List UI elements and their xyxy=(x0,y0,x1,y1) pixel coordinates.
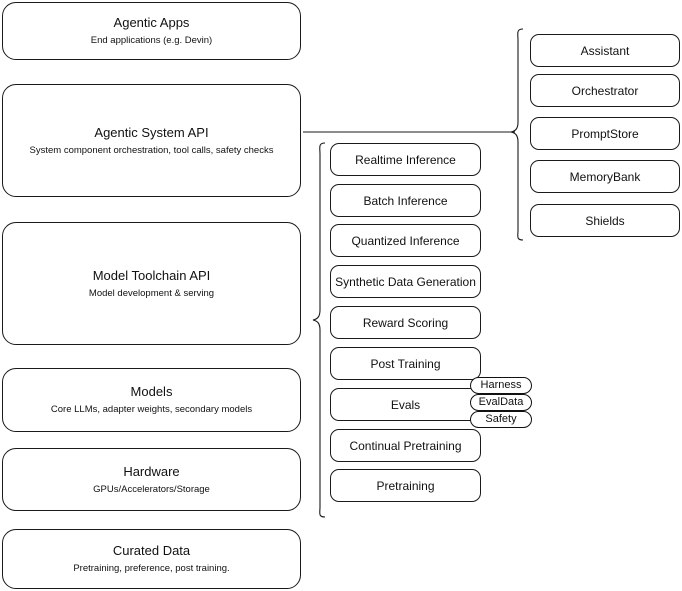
layer-curated-data[interactable]: Curated Data Pretraining, preference, po… xyxy=(2,529,301,589)
layer-subtitle: Core LLMs, adapter weights, secondary mo… xyxy=(50,404,253,415)
capability-quantized-inference[interactable]: Quantized Inference xyxy=(330,224,481,257)
capability-label: Realtime Inference xyxy=(355,152,456,167)
eval-subcomponent-evaldata[interactable]: EvalData xyxy=(470,394,532,411)
layer-title: Hardware xyxy=(123,463,180,479)
eval-subcomponent-label: EvalData xyxy=(478,396,524,408)
capability-batch-inference[interactable]: Batch Inference xyxy=(330,184,481,217)
system-component-promptstore[interactable]: PromptStore xyxy=(530,117,680,150)
system-component-assistant[interactable]: Assistant xyxy=(530,34,680,67)
capability-label: Continual Pretraining xyxy=(349,438,462,453)
layer-title: Curated Data xyxy=(112,543,191,558)
system-component-label: Shields xyxy=(585,213,625,228)
capability-label: Evals xyxy=(390,397,421,412)
capability-evals[interactable]: Evals xyxy=(330,388,481,421)
capability-label: Post Training xyxy=(370,356,441,371)
capability-continual-pretraining[interactable]: Continual Pretraining xyxy=(330,429,481,462)
layer-subtitle: System component orchestration, tool cal… xyxy=(29,144,274,156)
system-component-label: PromptStore xyxy=(571,126,639,141)
capability-realtime-inference[interactable]: Realtime Inference xyxy=(330,143,481,176)
layer-agentic-apps[interactable]: Agentic Apps End applications (e.g. Devi… xyxy=(2,2,301,60)
capability-post-training[interactable]: Post Training xyxy=(330,347,481,380)
capability-pretraining[interactable]: Pretraining xyxy=(330,469,481,502)
system-component-shields[interactable]: Shields xyxy=(530,204,680,237)
brace-system-components xyxy=(510,28,524,241)
system-component-label: Orchestrator xyxy=(571,83,639,98)
capability-reward-scoring[interactable]: Reward Scoring xyxy=(330,306,481,339)
capability-label: Synthetic Data Generation xyxy=(335,274,476,289)
layer-model-toolchain-api[interactable]: Model Toolchain API Model development & … xyxy=(2,222,301,345)
eval-subcomponent-safety[interactable]: Safety xyxy=(470,411,532,428)
capability-synthetic-data-generation[interactable]: Synthetic Data Generation xyxy=(330,265,481,298)
layer-title: Model Toolchain API xyxy=(92,267,211,283)
brace-toolchain-capabilities xyxy=(312,142,326,518)
layer-title: Agentic Apps xyxy=(113,15,190,30)
eval-subcomponent-label: Harness xyxy=(480,379,522,391)
system-component-label: Assistant xyxy=(580,43,630,58)
capability-label: Pretraining xyxy=(376,478,435,493)
system-component-orchestrator[interactable]: Orchestrator xyxy=(530,74,680,107)
capability-label: Quantized Inference xyxy=(351,233,460,248)
layer-title: Agentic System API xyxy=(94,124,209,140)
eval-subcomponent-label: Safety xyxy=(485,413,517,425)
system-component-memorybank[interactable]: MemoryBank xyxy=(530,160,680,193)
layer-subtitle: End applications (e.g. Devin) xyxy=(90,35,213,46)
layer-hardware[interactable]: Hardware GPUs/Accelerators/Storage xyxy=(2,448,301,511)
layer-agentic-system-api[interactable]: Agentic System API System component orch… xyxy=(2,84,301,197)
layer-models[interactable]: Models Core LLMs, adapter weights, secon… xyxy=(2,368,301,432)
system-component-label: MemoryBank xyxy=(569,169,641,184)
capability-label: Reward Scoring xyxy=(362,315,449,330)
layer-title: Models xyxy=(130,384,173,399)
layer-subtitle: Model development & serving xyxy=(88,287,215,299)
eval-subcomponent-harness[interactable]: Harness xyxy=(470,377,532,394)
layer-subtitle: Pretraining, preference, post training. xyxy=(73,563,230,574)
layer-subtitle: GPUs/Accelerators/Storage xyxy=(93,483,210,495)
capability-label: Batch Inference xyxy=(363,193,448,208)
